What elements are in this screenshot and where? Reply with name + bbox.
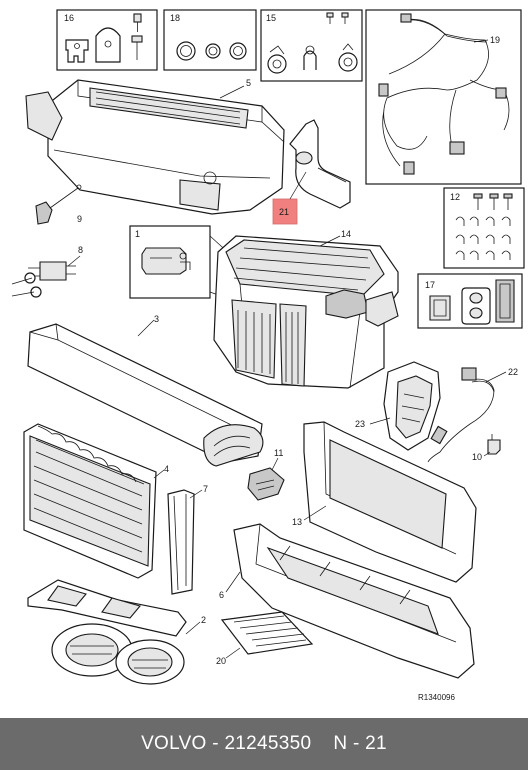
callout-2: 2 [201,615,206,625]
heater-unit-part-14: 14 [213,229,399,389]
callout-8: 8 [78,245,83,255]
expansion-valve-part-8: 8 [11,245,83,298]
callout-9: 9 [77,214,82,224]
kit-box-1: 1 [129,225,233,301]
callout-4: 4 [164,464,169,474]
seal-strip-part-7: 7 [167,484,208,595]
air-duct-part-21: 21 [272,119,351,225]
lower-duct-part-13: 13 [292,421,477,583]
heater-core-part-4: 4 [23,423,169,579]
sensor-cable-part-22: 22 [427,367,518,463]
callout-11: 11 [274,448,283,458]
callout-6: 6 [219,590,224,600]
evaporator-part-3: 3 [27,314,264,467]
kit-box-19: 19 [365,9,522,185]
part-footer-bar: VOLVO - 21245350 N - 21 [0,718,528,770]
callout-3: 3 [154,314,159,324]
kit-box-18: 18 [163,9,257,71]
brand-label: VOLVO [141,733,207,754]
callout-17: 17 [425,280,435,290]
separator: - [206,733,225,754]
callout-15: 15 [266,13,276,23]
upper-housing-part-5: 5 [25,78,285,215]
callout-18: 18 [170,13,180,23]
callout-19: 19 [490,35,500,45]
callout-21-highlight [272,198,298,225]
callout-5: 5 [246,78,251,88]
callout-16: 16 [64,13,74,23]
callout-10: 10 [472,452,482,462]
callout-21: 21 [279,207,289,217]
reference-code: R1340096 [418,693,455,702]
callout-23: 23 [355,419,365,429]
resistor-part-11: 11 [247,448,285,501]
exploded-parts-diagram: 16 18 15 19 [11,9,525,702]
lower-housing-part-6: 6 [219,523,475,679]
kit-box-16: 16 [56,9,158,71]
part-number: 21245350 [224,733,312,754]
kit-box-17: 17 [417,273,523,329]
callout-7: 7 [203,484,208,494]
callout-22: 22 [508,367,518,377]
callout-13: 13 [292,517,302,527]
clip-part-10: 10 [472,434,501,462]
kit-box-15: 15 [260,9,363,82]
cabin-filter-part-20: 20 [216,611,314,666]
callout-20: 20 [216,656,226,666]
recirc-door-part-23: 23 [355,361,441,451]
sensor-part-9: 9 [35,184,82,225]
callout-1: 1 [135,229,140,239]
blower-part-2: 2 [27,579,206,685]
callout-12: 12 [450,192,460,202]
callout-14: 14 [341,229,351,239]
kit-box-12: 12 [443,187,525,269]
position-label: N - 21 [333,733,387,754]
